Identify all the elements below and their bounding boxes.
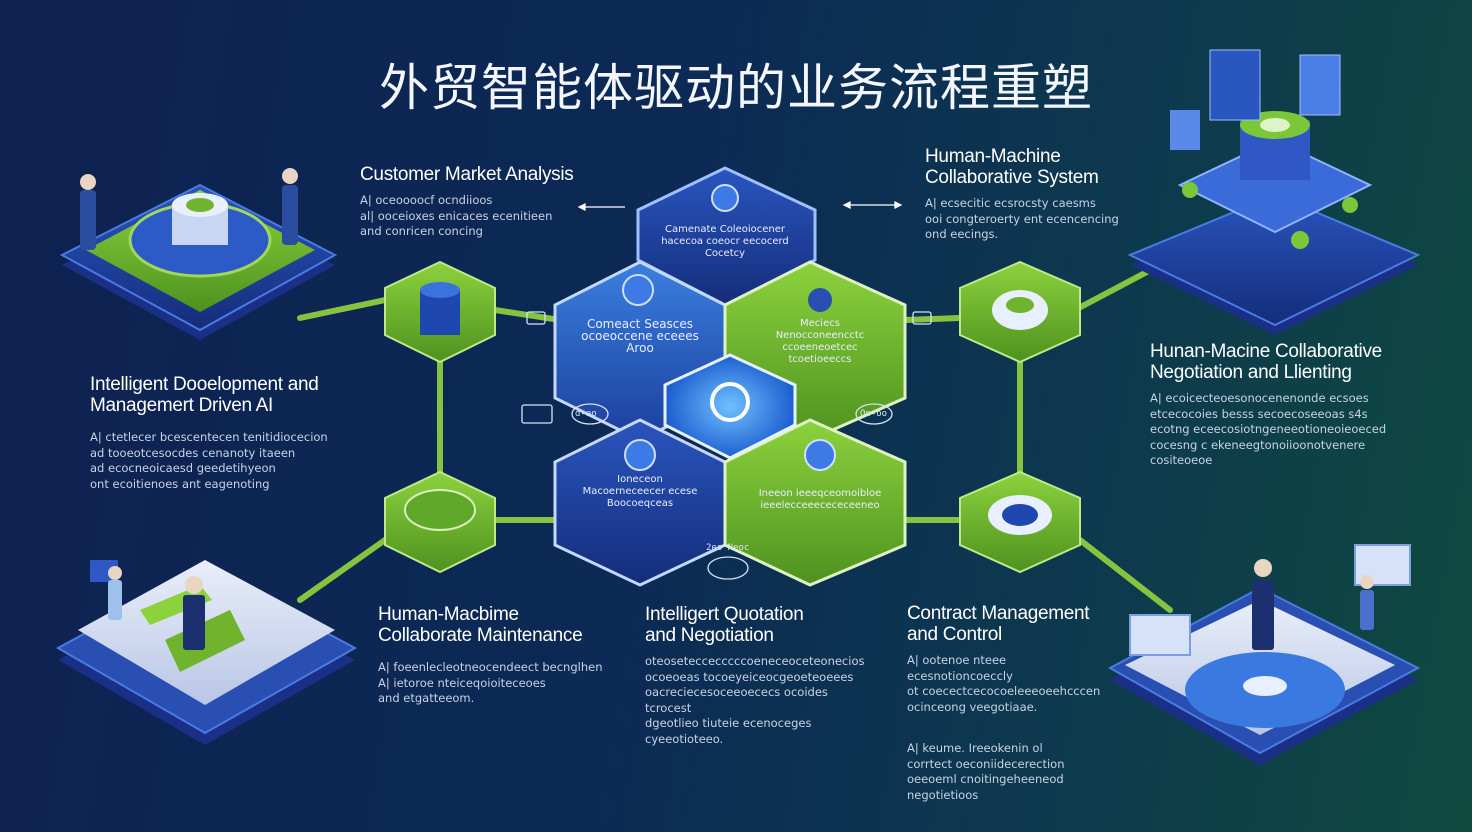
person-figure [1252,580,1274,650]
hex-label-line: Aroo [626,341,654,355]
arrows [577,201,903,211]
badge-bottom: 2es Neoc [706,543,750,553]
platform-collab-system [1127,49,1421,335]
section-line: and conricen concing [360,224,483,238]
section-line: al| ooceioxes enicaces ecenitieen [360,208,553,223]
hex-label-line: Camenate Coleoiocener [664,224,786,235]
section-line: ot coecectcecocoeleeeoeehcccen [907,684,1101,698]
connector-lines [297,262,1173,613]
title-line: Contract Management [907,603,1090,624]
title-line: and Control [907,624,1002,645]
section-line: cositeoeoe [1150,453,1213,467]
section-line: oteoseteccecccccoeneceoceteonecios [645,654,865,668]
platform-maintenance [55,560,358,745]
section-customer-market: Customer Market Analysis A| oceoooocf oc… [360,164,600,240]
section-line: and etgatteeom. [378,691,475,705]
section-line: A| keume. Ireeokenin ol [907,741,1043,755]
hex-label-line: Boocoeqceas [606,498,674,509]
section-title: Customer Market Analysis [360,164,574,185]
section-line: dgeotlieo tiuteie ecenoceges [645,716,812,730]
hex-cluster [553,166,907,587]
section-line: A| ootenoe nteee ecesnotioncoeccly [907,653,1013,683]
title-line: Intelligert Quotation [645,604,804,625]
person-figure [183,595,205,650]
section-line: corrtect oeconiidecerection [907,756,1065,771]
section-line: oeeoeml cnoitingeheeneod [907,772,1064,786]
side-badges [521,311,932,580]
section-line: ont ecoitienoes ant eagenoting [90,476,270,491]
hex-label-line: Nenocconeencctc [775,330,865,341]
hex-label-line: Comeact Seasces [586,317,694,331]
hex-label-line: hacecoa coeocr eecocerd [661,236,789,247]
hex-label-right: Meciecs Nenocconeencctc ccoeeneoetcec tc… [745,318,895,366]
section-line: ocoeoeas tocoeyeiceocgeoeteoeees [645,669,854,684]
hex-label-line: ccoeeneoetcec [782,342,858,353]
hex-label-line: Ineeon ieeeqceomoibloe [758,488,882,499]
section-line: negotietioos [907,787,979,802]
section-line: ad tooeotcesocdes cenanoty itaeen [90,445,296,460]
title-line: Intelligent Dooelopment and [90,374,319,395]
green-nodes [384,260,1081,574]
section-line: A| ecoicecteoesonocenenonde ecsoes [1150,391,1369,405]
page-title: 外贸智能体驱动的业务流程重塑 [379,59,1093,117]
badge-right: Qn-oo [860,409,888,419]
section-line: A| foeenlecleotneocendeect becnglhen [378,660,603,674]
badge-left: d-ao [575,409,597,419]
hex-label-left: Comeact Seasces ocoeoccene eceees Aroo [565,318,715,354]
section-line: etcecocoies besss secoecoseeoas s4s [1150,406,1368,421]
title-line: Human-Macbime [378,604,519,625]
hex-label-line: Macoerneceecer ecese [582,486,698,497]
section-line: ond eecings. [925,227,999,241]
section-line: A| ctetlecer bcescentecen tenitidiocecio… [90,430,328,444]
section-line: ecotng eceecosiotngeneeotioneoieoeced [1150,422,1387,436]
section-line: cyeeotioteeo. [645,731,724,746]
hex-label-line: Ioneceon [617,474,663,485]
section-line: oacreciecesoceeoececs ocoides tcrocest [645,685,828,715]
title-line: Hunan-Macine Collaborative [1150,341,1382,362]
title-line: Collaborate Maintenance [378,625,583,646]
hex-label-bottom-left: Ioneceon Macoerneceecer ecese Boocoeqcea… [565,474,715,510]
platform-contract [1107,544,1421,765]
hex-label-line: Meciecs [800,318,840,329]
section-line: ad ecocneoicaesd geedetihyeon [90,461,276,475]
title-line: Managemert Driven AI [90,395,274,416]
section-line: A| oceoooocf ocndiioos [360,193,493,207]
title-line: Negotiation and Llienting [1150,362,1352,383]
section-line: ocinceong veegotiaae. [907,699,1038,714]
title-line: Human-Machine [925,146,1061,167]
hex-label-line: tcoetioeeccs [788,354,852,365]
person-figure [80,190,96,250]
section-line: A| ecsecitic ecsrocsty caesms [925,196,1096,210]
hex-label-line: ieeelecceeecececeeneo [760,500,880,511]
platform-development [59,168,338,340]
title-line: Collaborative System [925,167,1099,188]
hex-label-line: ocoeoccene eceees [581,329,699,343]
hex-label-bottom-right: Ineeon ieeeqceomoibloe ieeelecceeececece… [740,488,900,512]
hex-label-top: Camenate Coleoiocener hacecoa coeocr eec… [645,224,805,260]
section-line: cocesng c ekeneegtonoiioonotvenere [1150,437,1366,452]
title-line: and Negotiation [645,625,774,646]
section-line: ooi congteroerty ent ecencencing [925,211,1119,226]
section-line: A| ietoroe nteiceqoioiteceoes [378,675,546,690]
hex-label-line: Cocetcy [704,248,746,259]
